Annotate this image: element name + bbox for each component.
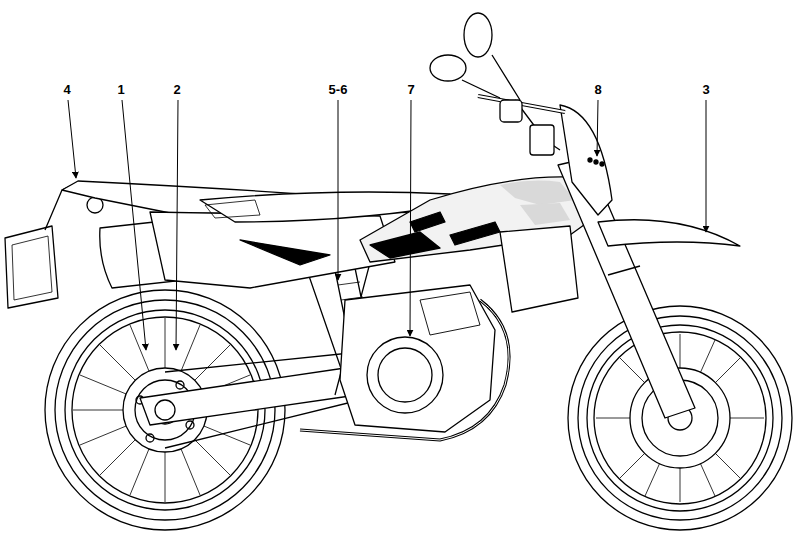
callout-number: 3 — [700, 82, 711, 97]
callout-number: 5-6 — [327, 82, 350, 97]
callout-number: 7 — [405, 82, 416, 97]
callout-number: 4 — [61, 82, 72, 97]
callout-number: 1 — [115, 82, 126, 97]
callout-number: 2 — [171, 82, 182, 97]
leader-lines — [68, 100, 706, 350]
callout-number: 8 — [592, 82, 603, 97]
